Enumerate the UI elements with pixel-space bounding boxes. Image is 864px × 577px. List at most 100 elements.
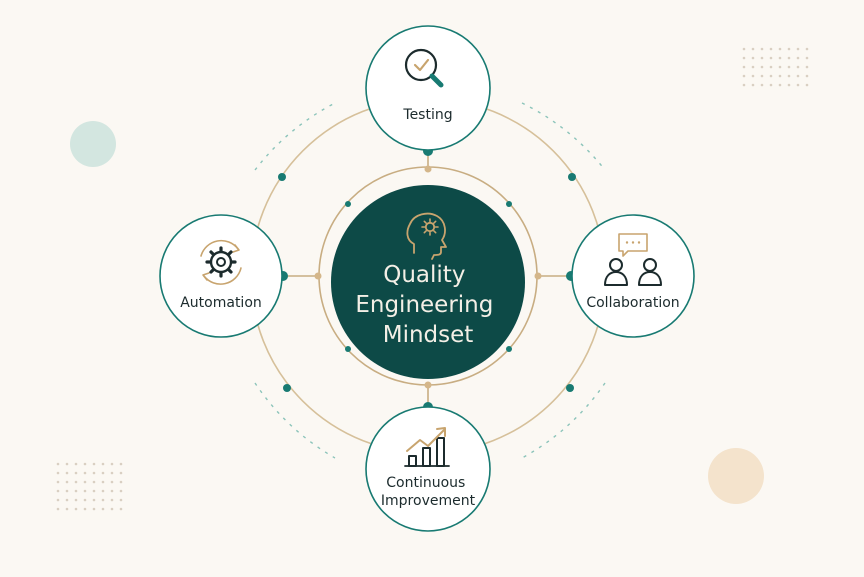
node-label-line: Automation	[180, 295, 262, 311]
decor-dot	[56, 489, 60, 493]
decor-dot	[778, 74, 782, 78]
decor-dot	[796, 74, 800, 78]
decor-dot	[796, 65, 800, 69]
ring-dot	[283, 384, 291, 392]
dashed-arc-top-right	[521, 102, 606, 171]
decor-dot	[110, 462, 114, 466]
decor-dot	[56, 498, 60, 502]
decor-dot	[101, 507, 105, 511]
node-collaboration-circle	[571, 214, 695, 338]
decor-dot	[65, 489, 69, 493]
decor-dot	[92, 507, 96, 511]
decor-dot	[805, 56, 809, 60]
decor-dot	[119, 498, 123, 502]
ring-dots	[278, 146, 576, 412]
decor-dot	[119, 507, 123, 511]
decor-dot	[787, 83, 791, 87]
ring-dot	[506, 201, 512, 207]
decor-dot	[83, 489, 87, 493]
decor-dot	[751, 74, 755, 78]
decor-dot	[742, 74, 746, 78]
decor-dot	[92, 462, 96, 466]
decor-dot	[74, 507, 78, 511]
decor-dot	[83, 471, 87, 475]
decor-dot	[751, 56, 755, 60]
ring-dot	[534, 272, 542, 280]
decor-dot	[778, 65, 782, 69]
node-label-line: Testing	[402, 107, 452, 123]
decor-dot	[92, 489, 96, 493]
decor-dot	[65, 480, 69, 484]
ring-dot	[314, 272, 322, 280]
dashed-arc-bottom-left	[254, 382, 336, 459]
ring-dot	[424, 165, 432, 173]
decor-dot	[119, 462, 123, 466]
node-automation-label: Automation	[180, 295, 262, 311]
node-collaboration: Collaboration	[571, 214, 695, 338]
decor-dot	[787, 47, 791, 51]
decor-dot	[110, 498, 114, 502]
decor-dot	[760, 47, 764, 51]
decor-dot	[742, 56, 746, 60]
decor-dot	[92, 471, 96, 475]
decor-dot	[787, 56, 791, 60]
node-label-line: Improvement	[381, 493, 476, 509]
dashed-arc-top-left	[254, 102, 336, 171]
decor-dot	[110, 480, 114, 484]
decor-dot	[74, 471, 78, 475]
ring-dot	[566, 384, 574, 392]
decor-dot	[92, 480, 96, 484]
node-collaboration-label: Collaboration	[586, 295, 679, 311]
decor-dot	[796, 83, 800, 87]
decor-dot	[101, 489, 105, 493]
decor-dot-grid-bottom-left	[56, 462, 123, 511]
ring-dot	[345, 346, 351, 352]
decor-dot	[751, 83, 755, 87]
ring-dot	[568, 173, 576, 181]
ring-dot	[345, 201, 351, 207]
decor-dot	[65, 507, 69, 511]
decor-dot	[787, 65, 791, 69]
decor-dot	[83, 462, 87, 466]
decor-dashed-arcs	[254, 102, 606, 459]
decor-dot	[101, 498, 105, 502]
decor-dot	[101, 471, 105, 475]
decor-dot	[74, 498, 78, 502]
center-title-line: Mindset	[383, 322, 474, 348]
dashed-arc-bottom-right	[521, 382, 606, 459]
decor-dot	[769, 83, 773, 87]
head-gear-icon	[406, 212, 447, 260]
decor-circle-peach	[708, 448, 764, 504]
node-testing-label: Testing	[402, 107, 452, 123]
decor-dot	[56, 471, 60, 475]
decor-dot	[805, 47, 809, 51]
decor-dot	[110, 507, 114, 511]
decor-dot	[805, 74, 809, 78]
decor-dot	[760, 56, 764, 60]
node-testing-circle	[365, 25, 491, 151]
decor-dot	[83, 507, 87, 511]
decor-dot	[796, 56, 800, 60]
center-title: Quality Engineering Mindset	[355, 262, 500, 348]
decor-dot	[778, 47, 782, 51]
ring-dot	[506, 346, 512, 352]
decor-dot	[742, 47, 746, 51]
decor-dot	[760, 65, 764, 69]
decor-dot	[778, 83, 782, 87]
node-improvement: Continuous Improvement	[365, 406, 491, 532]
decor-dot	[119, 471, 123, 475]
decor-dot	[760, 83, 764, 87]
decor-circle-teal	[70, 121, 116, 167]
ring-dot	[278, 173, 286, 181]
node-improvement-label: Continuous Improvement	[381, 475, 476, 509]
node-label-line: Continuous	[386, 475, 465, 491]
center-circle	[331, 185, 525, 379]
decor-dot	[769, 56, 773, 60]
decor-dot	[110, 489, 114, 493]
magnifier-check-icon	[404, 48, 444, 88]
node-automation: Automation	[159, 214, 283, 338]
people-chat-icon	[604, 233, 662, 286]
decor-dot	[92, 498, 96, 502]
decor-dot	[101, 462, 105, 466]
decor-dot-grid-top-right	[742, 47, 809, 87]
